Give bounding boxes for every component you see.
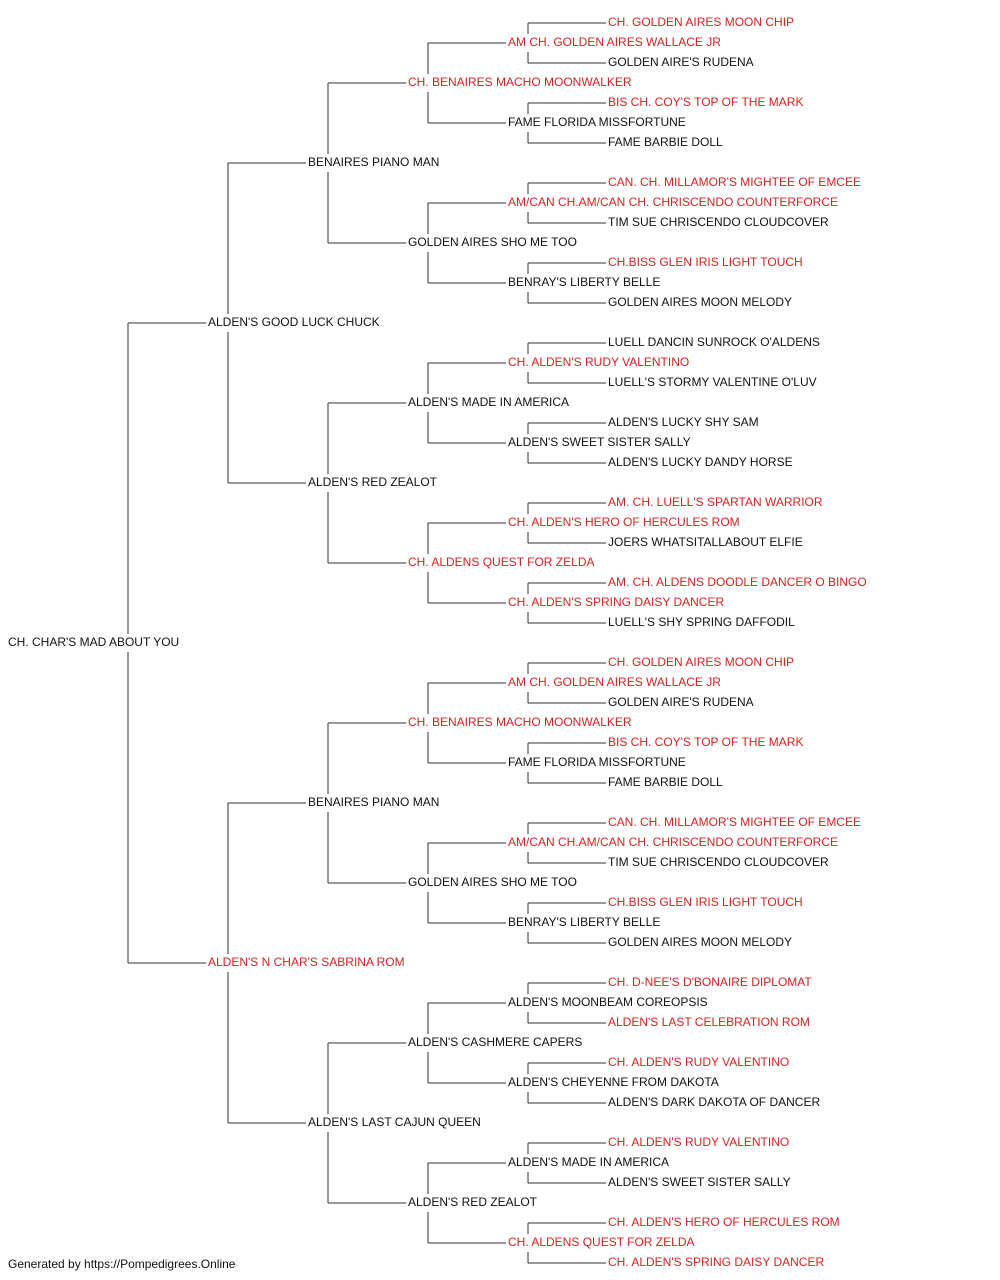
ancestor-name: GOLDEN AIRES MOON MELODY	[608, 295, 792, 309]
ancestor-name: ALDEN'S MOONBEAM COREOPSIS	[508, 995, 708, 1009]
ancestor-name: AM/CAN CH.AM/CAN CH. CHRISCENDO COUNTERF…	[508, 195, 838, 209]
ancestor-name: CH. GOLDEN AIRES MOON CHIP	[608, 655, 794, 669]
ancestor-name: AM CH. GOLDEN AIRES WALLACE JR	[508, 35, 721, 49]
ancestor-name: GOLDEN AIRES MOON MELODY	[608, 935, 792, 949]
ancestor-name: LUELL'S SHY SPRING DAFFODIL	[608, 615, 795, 629]
ancestor-name: CH.BISS GLEN IRIS LIGHT TOUCH	[608, 255, 803, 269]
ancestor-name: CH. ALDEN'S SPRING DAISY DANCER	[608, 1255, 824, 1269]
ancestor-name: ALDEN'S DARK DAKOTA OF DANCER	[608, 1095, 820, 1109]
ancestor-name: CH. ALDENS QUEST FOR ZELDA	[508, 1235, 695, 1249]
ancestor-name: AM CH. GOLDEN AIRES WALLACE JR	[508, 675, 721, 689]
ancestor-name: GOLDEN AIRE'S RUDENA	[608, 695, 754, 709]
ancestor-name: CH. ALDEN'S RUDY VALENTINO	[608, 1135, 789, 1149]
ancestor-name: FAME FLORIDA MISSFORTUNE	[508, 115, 686, 129]
ancestor-name: FAME BARBIE DOLL	[608, 135, 723, 149]
ancestor-name: BENRAY'S LIBERTY BELLE	[508, 275, 660, 289]
ancestor-name: TIM SUE CHRISCENDO CLOUDCOVER	[608, 855, 829, 869]
ancestor-name: ALDEN'S LAST CAJUN QUEEN	[308, 1115, 481, 1129]
ancestor-name: GOLDEN AIRES SHO ME TOO	[408, 235, 577, 249]
ancestor-name: LUELL DANCIN SUNROCK O'ALDENS	[608, 335, 820, 349]
ancestor-name: ALDEN'S RED ZEALOT	[408, 1195, 538, 1209]
ancestor-name: CH. ALDEN'S RUDY VALENTINO	[608, 1055, 789, 1069]
ancestor-name: CH. BENAIRES MACHO MOONWALKER	[408, 75, 632, 89]
ancestor-name: CH. ALDENS QUEST FOR ZELDA	[408, 555, 595, 569]
ancestor-name: BIS CH. COY'S TOP OF THE MARK	[608, 95, 803, 109]
ancestor-name: TIM SUE CHRISCENDO CLOUDCOVER	[608, 215, 829, 229]
ancestor-name: ALDEN'S MADE IN AMERICA	[408, 395, 569, 409]
ancestor-name: CH. D-NEE'S D'BONAIRE DIPLOMAT	[608, 975, 812, 989]
ancestor-name: ALDEN'S CASHMERE CAPERS	[408, 1035, 582, 1049]
ancestor-name: CH. ALDEN'S HERO OF HERCULES ROM	[608, 1215, 840, 1229]
ancestor-name: CAN. CH. MILLAMOR'S MIGHTEE OF EMCEE	[608, 175, 861, 189]
ancestor-name: ALDEN'S LUCKY SHY SAM	[608, 415, 759, 429]
ancestor-name: GOLDEN AIRES SHO ME TOO	[408, 875, 577, 889]
ancestor-name: FAME BARBIE DOLL	[608, 775, 723, 789]
ancestor-name: ALDEN'S CHEYENNE FROM DAKOTA	[508, 1075, 719, 1089]
ancestor-name: CAN. CH. MILLAMOR'S MIGHTEE OF EMCEE	[608, 815, 861, 829]
ancestor-name: ALDEN'S LAST CELEBRATION ROM	[608, 1015, 810, 1029]
generated-by-footer: Generated by https://Pompedigrees.Online	[8, 1257, 236, 1271]
ancestor-name: ALDEN'S RED ZEALOT	[308, 475, 438, 489]
ancestor-name: ALDEN'S MADE IN AMERICA	[508, 1155, 669, 1169]
ancestor-name: BENAIRES PIANO MAN	[308, 155, 439, 169]
ancestor-name: LUELL'S STORMY VALENTINE O'LUV	[608, 375, 817, 389]
ancestor-name: GOLDEN AIRE'S RUDENA	[608, 55, 754, 69]
ancestor-name: AM/CAN CH.AM/CAN CH. CHRISCENDO COUNTERF…	[508, 835, 838, 849]
subject-dog-name: CH. CHAR'S MAD ABOUT YOU	[8, 635, 179, 649]
ancestor-name: CH.BISS GLEN IRIS LIGHT TOUCH	[608, 895, 803, 909]
ancestor-name: CH. GOLDEN AIRES MOON CHIP	[608, 15, 794, 29]
ancestor-name: AM. CH. LUELL'S SPARTAN WARRIOR	[608, 495, 823, 509]
ancestor-name: BIS CH. COY'S TOP OF THE MARK	[608, 735, 803, 749]
ancestor-name: JOERS WHATSITALLABOUT ELFIE	[608, 535, 803, 549]
ancestor-name: CH. ALDEN'S RUDY VALENTINO	[508, 355, 689, 369]
ancestor-name: BENRAY'S LIBERTY BELLE	[508, 915, 660, 929]
ancestor-name: CH. BENAIRES MACHO MOONWALKER	[408, 715, 632, 729]
ancestor-name: CH. ALDEN'S HERO OF HERCULES ROM	[508, 515, 740, 529]
ancestor-name: ALDEN'S GOOD LUCK CHUCK	[208, 315, 380, 329]
ancestor-name: AM. CH. ALDENS DOODLE DANCER O BINGO	[608, 575, 867, 589]
ancestor-name: FAME FLORIDA MISSFORTUNE	[508, 755, 686, 769]
ancestor-name: ALDEN'S LUCKY DANDY HORSE	[608, 455, 793, 469]
ancestor-name: ALDEN'S SWEET SISTER SALLY	[508, 435, 691, 449]
ancestor-name: ALDEN'S N CHAR'S SABRINA ROM	[208, 955, 405, 969]
ancestor-name: ALDEN'S SWEET SISTER SALLY	[608, 1175, 791, 1189]
ancestor-name: CH. ALDEN'S SPRING DAISY DANCER	[508, 595, 724, 609]
ancestor-name: BENAIRES PIANO MAN	[308, 795, 439, 809]
